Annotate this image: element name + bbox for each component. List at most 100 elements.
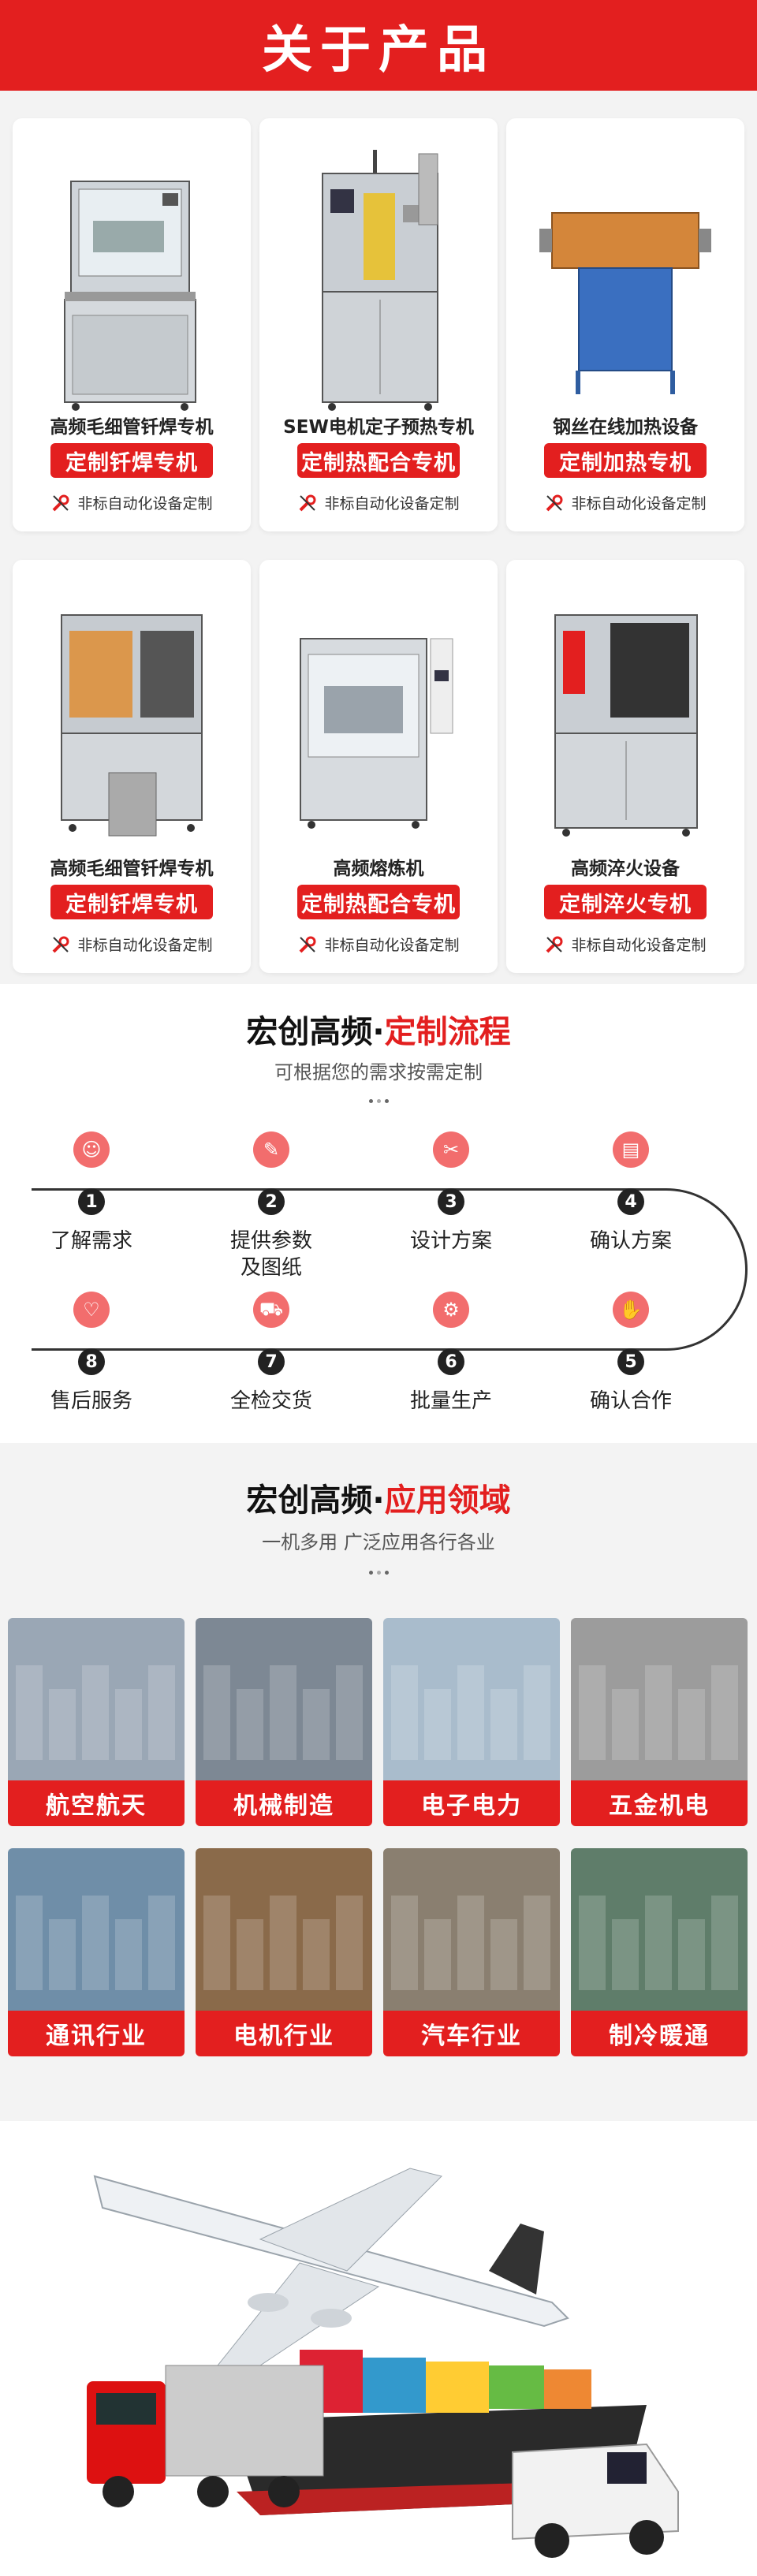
application-label: 五金机电 xyxy=(571,1780,748,1826)
application-label: 制冷暖通 xyxy=(571,2011,748,2056)
product-name: 钢丝在线加热设备 xyxy=(553,417,698,438)
application-photo xyxy=(196,1848,372,2011)
product-note-text: 非标自动化设备定制 xyxy=(324,495,460,513)
wrench-icon xyxy=(53,494,69,511)
step-number: 3 xyxy=(438,1188,464,1215)
step-number: 6 xyxy=(438,1348,464,1375)
gear-icon: ⚙ xyxy=(433,1292,469,1328)
product-grid: 高频毛细管钎焊专机 定制钎焊专机 非标自动化设备定制 SEW电机定子预热专机 定… xyxy=(0,118,757,986)
product-card[interactable]: SEW电机定子预热专机 定制热配合专机 非标自动化设备定制 xyxy=(259,118,498,531)
product-name: 高频毛细管钎焊专机 xyxy=(50,417,214,438)
product-note: 非标自动化设备定制 xyxy=(259,492,498,513)
pager-dots xyxy=(367,1098,390,1104)
product-tag[interactable]: 定制加热专机 xyxy=(544,443,707,478)
application-label: 航空航天 xyxy=(8,1780,185,1826)
handshake-icon: ✋ xyxy=(613,1292,649,1328)
product-card[interactable]: 高频淬火设备 定制淬火专机 非标自动化设备定制 xyxy=(506,560,744,973)
step-number: 5 xyxy=(617,1348,644,1375)
product-note-text: 非标自动化设备定制 xyxy=(77,495,213,513)
product-tag[interactable]: 定制钎焊专机 xyxy=(50,443,213,478)
application-label: 机械制造 xyxy=(196,1780,372,1826)
product-tag[interactable]: 定制淬火专机 xyxy=(544,885,707,919)
product-note-text: 非标自动化设备定制 xyxy=(571,937,707,954)
vehicles-image xyxy=(87,2168,679,2558)
process-section xyxy=(0,984,757,1443)
step-label: 批量生产 xyxy=(409,1389,492,1413)
product-note-text: 非标自动化设备定制 xyxy=(324,937,460,954)
product-card[interactable]: 高频毛细管钎焊专机 定制钎焊专机 非标自动化设备定制 xyxy=(13,560,251,973)
step-number: 2 xyxy=(258,1188,285,1215)
product-tag[interactable]: 定制热配合专机 xyxy=(297,443,460,478)
application-tile[interactable]: 五金机电 xyxy=(571,1618,748,1826)
step-number: 4 xyxy=(617,1188,644,1215)
step-label: 设计方案 xyxy=(409,1229,492,1253)
product-note: 非标自动化设备定制 xyxy=(13,492,251,513)
step-label: 提供参数 及图纸 xyxy=(229,1229,312,1280)
step-label: 全检交货 xyxy=(229,1389,312,1413)
application-tile[interactable]: 机械制造 xyxy=(196,1618,372,1826)
product-card[interactable]: 高频熔炼机 定制热配合专机 非标自动化设备定制 xyxy=(259,560,498,973)
wrench-icon xyxy=(53,936,69,952)
preheat-machine-image xyxy=(322,150,438,411)
wrench-icon xyxy=(546,494,563,511)
product-card[interactable]: 高频毛细管钎焊专机 定制钎焊专机 非标自动化设备定制 xyxy=(13,118,251,531)
quenching-machine-image xyxy=(554,614,698,837)
brazing-machine-image xyxy=(64,181,196,411)
truck-icon: ⛟ xyxy=(253,1292,289,1328)
application-tile[interactable]: 汽车行业 xyxy=(383,1848,560,2056)
application-photo xyxy=(383,1618,560,1780)
application-tile[interactable]: 电子电力 xyxy=(383,1618,560,1826)
chat-icon: ☺ xyxy=(73,1131,110,1168)
application-label: 通讯行业 xyxy=(8,2011,185,2056)
application-photo xyxy=(571,1618,748,1780)
step-number: 1 xyxy=(78,1188,105,1215)
section-header-banner: 关于产品 xyxy=(0,0,757,91)
product-note: 非标自动化设备定制 xyxy=(13,934,251,955)
product-tag[interactable]: 定制热配合专机 xyxy=(297,885,460,919)
applications-title-prefix: 宏创高频· xyxy=(246,1482,385,1519)
step-label: 了解需求 xyxy=(50,1229,132,1253)
application-photo xyxy=(8,1848,185,2011)
application-label: 电机行业 xyxy=(196,2011,372,2056)
product-card[interactable]: 钢丝在线加热设备 定制加热专机 非标自动化设备定制 xyxy=(506,118,744,531)
application-tile[interactable]: 电机行业 xyxy=(196,1848,372,2056)
application-photo xyxy=(383,1848,560,2011)
pencil-icon: ✎ xyxy=(253,1131,289,1168)
application-photo xyxy=(571,1848,748,2011)
step-number: 8 xyxy=(78,1348,105,1375)
product-name: 高频毛细管钎焊专机 xyxy=(50,859,214,879)
process-title: 宏创高频·定制流程 xyxy=(0,1006,757,1052)
application-label: 汽车行业 xyxy=(383,2011,560,2056)
applications-subtitle: 一机多用 广泛应用各行各业 xyxy=(262,1531,495,1553)
heart-icon: ♡ xyxy=(73,1292,110,1328)
product-note: 非标自动化设备定制 xyxy=(506,492,744,513)
product-name: 高频熔炼机 xyxy=(333,859,424,879)
product-note: 非标自动化设备定制 xyxy=(506,934,744,955)
step-number: 7 xyxy=(258,1348,285,1375)
melting-machine-image xyxy=(300,638,453,829)
applications-title-highlight: 应用领域 xyxy=(384,1482,511,1519)
wire-heating-machine-image xyxy=(539,212,711,394)
header-title: 关于产品 xyxy=(262,21,495,80)
product-name: SEW电机定子预热专机 xyxy=(283,417,474,438)
application-tile[interactable]: 航空航天 xyxy=(8,1618,185,1826)
applications-title: 宏创高频·应用领域 xyxy=(0,1474,757,1520)
process-title-highlight: 定制流程 xyxy=(384,1014,511,1050)
product-note-text: 非标自动化设备定制 xyxy=(571,495,707,513)
wrench-icon xyxy=(300,936,316,952)
process-line-bottom xyxy=(32,1348,662,1351)
product-note-text: 非标自动化设备定制 xyxy=(77,937,213,954)
application-photo xyxy=(8,1618,185,1780)
product-note: 非标自动化设备定制 xyxy=(259,934,498,955)
application-label: 电子电力 xyxy=(383,1780,560,1826)
application-tile[interactable]: 通讯行业 xyxy=(8,1848,185,2056)
wrench-icon xyxy=(300,494,316,511)
application-tile[interactable]: 制冷暖通 xyxy=(571,1848,748,2056)
step-label: 确认方案 xyxy=(589,1229,672,1253)
ruler-icon: ✂ xyxy=(433,1131,469,1168)
document-icon: ▤ xyxy=(613,1131,649,1168)
step-label: 售后服务 xyxy=(50,1389,132,1413)
process-subtitle: 可根据您的需求按需定制 xyxy=(274,1061,483,1083)
product-tag[interactable]: 定制钎焊专机 xyxy=(50,885,213,919)
brazing-machine-2-image xyxy=(61,614,203,837)
